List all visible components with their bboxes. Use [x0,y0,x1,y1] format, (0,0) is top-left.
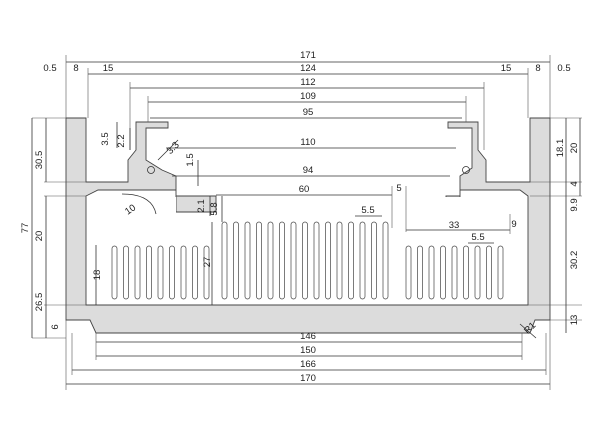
label-10: 10 [123,202,138,217]
label-26-5: 26.5 [34,293,45,312]
label-20-left: 20 [34,231,45,242]
fin-gap-31 [486,245,492,300]
label-9-9: 9.9 [569,198,580,211]
fin-gap-25 [417,245,423,300]
fin-gap-8 [203,245,210,300]
heatsink-profile [65,117,551,334]
fin-gap-27 [440,245,446,300]
label-5: 5 [396,183,401,194]
label-3-3: 3.3 [165,140,182,157]
label-60: 60 [299,184,310,195]
label-112: 112 [300,77,315,88]
fin-gap-0 [111,245,118,300]
fin-gap-10 [233,221,239,300]
dimension-labels: 171 124 112 109 95 110 94 60 33 146 150 … [20,50,580,384]
fin-gap-13 [267,221,274,300]
horizontal-dimensions [66,61,550,385]
fin-gap-21 [359,221,366,300]
label-20-right: 20 [569,143,580,154]
fin-gap-7 [192,245,198,300]
fin-gap-6 [180,245,187,300]
label-77: 77 [20,223,31,234]
label-13: 13 [569,315,580,326]
cavity-0 [87,197,176,246]
fin-array [87,197,527,300]
label-15-right: 15 [501,63,512,74]
radius-marks [121,139,537,339]
label-18: 18 [92,270,103,281]
fin-gap-3 [146,245,152,300]
fin-gap-20 [348,221,354,300]
label-1-5: 1.5 [185,153,196,166]
label-15-left: 15 [103,63,114,74]
fin-gap-32 [497,245,504,300]
fin-gap-15 [290,221,297,300]
fin-gap-1 [123,245,129,300]
label-27: 27 [202,257,213,268]
cavity-2 [406,197,527,246]
profile-outline [65,117,551,334]
label-6: 6 [50,324,61,329]
label-170: 170 [300,373,316,384]
label-95: 95 [303,107,314,118]
label-166: 166 [300,359,316,370]
extension-lines [32,55,582,390]
vertical-dimensions [31,118,581,338]
label-8-left: 8 [73,63,78,74]
fin-gap-5 [169,245,175,300]
label-110: 110 [300,137,315,148]
fin-gap-16 [302,221,308,300]
label-94: 94 [303,165,314,176]
label-2-1: 2.1 [196,199,207,212]
label-5-5-lower: 5.5 [471,232,484,243]
fin-gap-30 [474,245,481,300]
cavity-1 [216,213,406,222]
label-2-2: 2.2 [116,134,127,147]
fin-gap-29 [463,245,469,300]
fin-gap-2 [134,245,141,300]
label-30-2: 30.2 [569,251,580,270]
fin-gap-14 [279,221,285,300]
fin-gap-22 [371,221,377,300]
label-0-5-right: 0.5 [557,63,570,74]
fin-gap-4 [157,245,164,300]
fin-gap-19 [336,221,343,300]
label-171: 171 [300,50,316,61]
fin-gap-18 [325,221,331,300]
label-5-5-upper: 5.5 [361,205,374,216]
fin-gap-23 [382,221,389,300]
label-4: 4 [569,181,580,186]
label-30-5: 30.5 [34,151,45,170]
label-33: 33 [449,220,460,231]
label-124: 124 [300,63,316,74]
fin-gap-12 [256,221,262,300]
label-8-right: 8 [535,63,540,74]
fin-gap-26 [428,245,435,300]
fin-gap-9 [221,221,228,300]
label-150: 150 [300,345,316,356]
label-18-1: 18.1 [555,139,566,158]
fin-gap-17 [313,221,320,300]
fin-gap-24 [405,245,412,300]
label-5-8: 5.8 [209,202,220,215]
label-109: 109 [300,91,316,102]
fin-gap-28 [451,245,458,300]
label-146: 146 [300,331,316,342]
fin-gap-11 [244,221,251,300]
label-0-5-left: 0.5 [43,63,56,74]
label-3-5: 3.5 [100,132,111,145]
label-9: 9 [511,219,516,230]
